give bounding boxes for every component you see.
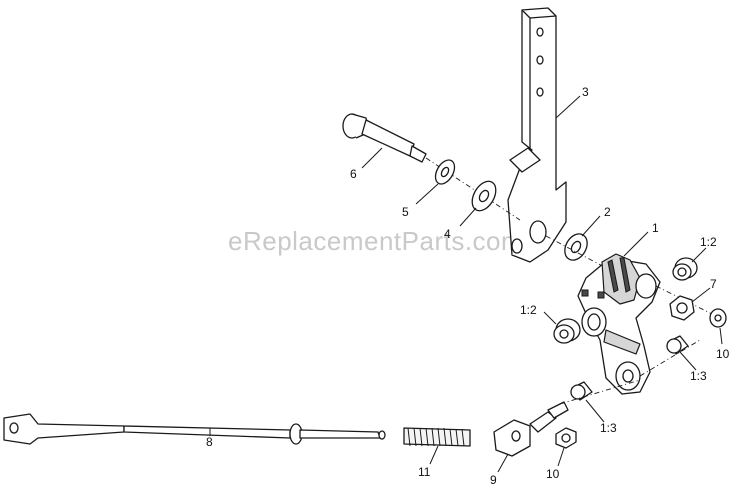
part-1-3-bushing-right: [666, 335, 689, 355]
part-1-bell-crank: [577, 253, 721, 395]
callouts: 3 1 2 4 5 6 1:2 7 1:2 10 1:3 1:3 8 11 9 …: [206, 85, 730, 487]
part-1-2-bushing-left: [553, 318, 581, 344]
part-8-rod: [3, 413, 386, 445]
callout-10-lower: 10: [546, 467, 560, 481]
callout-1: 1: [652, 221, 659, 235]
callout-1-2-upper: 1:2: [700, 235, 717, 249]
callout-1-3-lower: 1:3: [600, 421, 617, 435]
part-9-swivel: [493, 379, 641, 457]
callout-2: 2: [604, 205, 611, 219]
part-10-nut-upper: [709, 308, 727, 328]
callout-6: 6: [350, 167, 357, 181]
callout-9: 9: [490, 473, 497, 487]
callout-1-3-right: 1:3: [690, 369, 707, 383]
callout-1-2-left: 1:2: [520, 303, 537, 317]
callout-8: 8: [206, 435, 213, 449]
part-1-3-bushing-lower: [570, 381, 593, 401]
part-11-spring: [403, 427, 471, 447]
callout-5: 5: [402, 205, 409, 219]
callout-10-upper: 10: [716, 347, 730, 361]
watermark: eReplacementParts.com: [228, 226, 524, 256]
leader-lines: [209, 95, 723, 473]
part-4-washer: [471, 180, 497, 212]
callout-11: 11: [418, 465, 431, 479]
callout-4: 4: [444, 227, 451, 241]
callout-3: 3: [582, 85, 589, 99]
part-2-washer: [545, 233, 611, 271]
part-5-washer: [434, 159, 456, 185]
part-10-nut-lower: [555, 427, 577, 449]
part-1-2-bushing-upper: [672, 257, 698, 281]
part-6-shoulder-bolt: [342, 113, 521, 221]
part-3-lever-arm: [507, 7, 567, 263]
callout-7: 7: [710, 277, 717, 291]
part-7-nut: [669, 295, 695, 321]
